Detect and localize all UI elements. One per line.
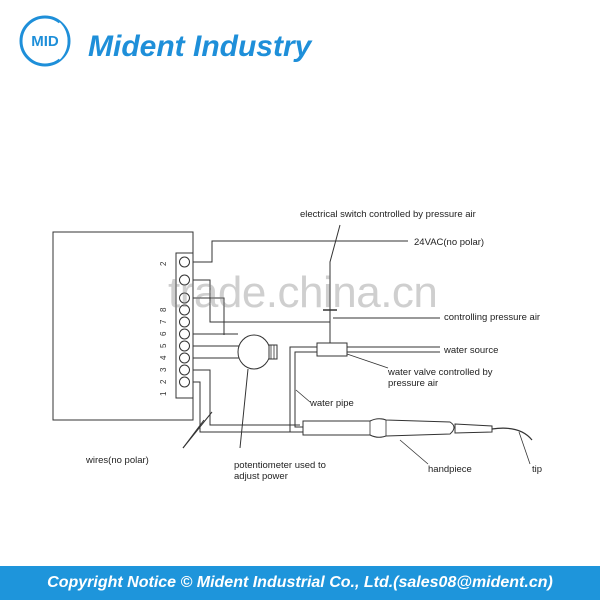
label-electrical-switch: electrical switch controlled by pressure… (300, 209, 476, 220)
switch-wire-b (193, 297, 225, 335)
pressure-switch (323, 309, 337, 328)
footer: Copyright Notice © Mident Industrial Co.… (0, 566, 600, 600)
terminal-5: 5 (159, 343, 168, 348)
water-pipe-inner (294, 351, 317, 428)
label-tip: tip (532, 464, 542, 475)
terminal-4: 4 (159, 355, 168, 360)
header: MID Mident Industry (0, 0, 600, 100)
water-pipe-pointer (295, 389, 311, 403)
water-pipe-outer (289, 346, 317, 433)
valve-pointer (346, 353, 389, 369)
pot-pointer (239, 368, 249, 449)
terminal-8: 8 (159, 307, 168, 312)
handpiece (302, 418, 533, 441)
wiring-diagram: 1 2 3 4 5 6 7 8 2 (0, 150, 600, 550)
control-box (52, 231, 194, 421)
logo-icon: MID (19, 15, 71, 67)
terminal-top: 2 (159, 261, 168, 266)
label-wires: wires(no polar) (85, 455, 149, 466)
terminal-6: 6 (159, 331, 168, 336)
water-valve (316, 342, 348, 357)
label-pot-1: potentiometer used to (234, 460, 326, 471)
logo-text: MID (31, 33, 59, 50)
label-water-pipe: water pipe (309, 398, 354, 409)
switch-pointer (329, 224, 341, 318)
handpiece-wire-b (193, 381, 300, 433)
terminal-numbers: 1 2 3 4 5 6 7 8 2 (159, 261, 168, 396)
label-handpiece: handpiece (428, 464, 472, 475)
label-power: 24VAC(no polar) (414, 237, 484, 248)
logo: MID (18, 14, 72, 68)
tip-pointer (518, 431, 531, 465)
wires-pointer-b (182, 419, 205, 449)
switch-wire-a (193, 279, 212, 323)
label-controlling-air: controlling pressure air (444, 312, 540, 323)
terminal-2: 2 (159, 379, 168, 384)
terminal-1: 1 (159, 391, 168, 396)
label-pot-2: adjust power (234, 471, 288, 482)
power-wire (193, 240, 408, 263)
copyright-notice: Copyright Notice © Mident Industrial Co.… (47, 574, 553, 591)
handpiece-pointer (399, 439, 429, 465)
switch-feed-wire (212, 318, 331, 323)
terminal-3: 3 (159, 367, 168, 372)
handpiece-wire-a (193, 369, 300, 426)
label-water-valve-1: water valve controlled by (387, 367, 493, 378)
terminal-7: 7 (159, 319, 168, 324)
label-water-valve-2: pressure air (388, 378, 438, 389)
watermark: trade.china.cn (168, 268, 438, 317)
brand-name: Mident Industry (88, 30, 312, 63)
label-water-source: water source (443, 345, 498, 356)
terminal-strip (175, 252, 194, 399)
potentiometer (237, 334, 278, 370)
